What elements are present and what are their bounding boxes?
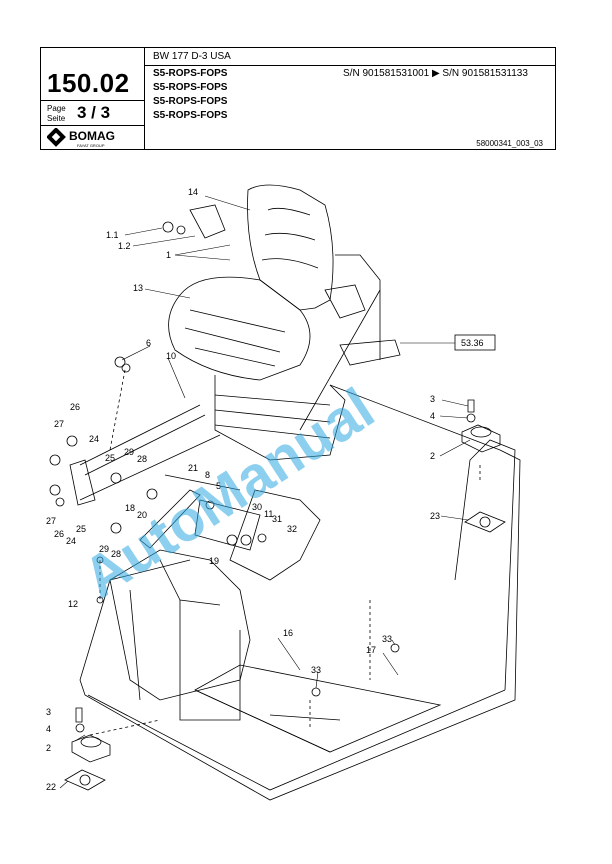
- bolts: [49, 221, 400, 697]
- section-title-1: S5-ROPS-FOPS: [153, 68, 228, 79]
- svg-text:16: 16: [283, 628, 293, 638]
- svg-text:28: 28: [137, 454, 147, 464]
- svg-text:4: 4: [430, 411, 435, 421]
- svg-text:27: 27: [46, 516, 56, 526]
- page-value: 3 / 3: [77, 103, 111, 122]
- svg-text:23: 23: [430, 511, 440, 521]
- svg-text:6: 6: [146, 338, 151, 348]
- section-title-3: S5-ROPS-FOPS: [153, 96, 228, 107]
- section-title-4: S5-ROPS-FOPS: [153, 110, 228, 121]
- svg-text:31: 31: [272, 514, 282, 524]
- bomag-logo: BOMAG FAYAT GROUP: [47, 128, 115, 148]
- svg-text:26: 26: [70, 402, 80, 412]
- svg-text:26: 26: [54, 529, 64, 539]
- seat: [168, 184, 401, 461]
- svg-text:5: 5: [216, 481, 221, 491]
- svg-text:10: 10: [166, 351, 176, 361]
- svg-text:2: 2: [430, 451, 435, 461]
- svg-text:11: 11: [264, 509, 273, 519]
- svg-text:25: 25: [105, 453, 115, 463]
- header-block: BW 177 D-3 USA S/N 901581531001 ▶ S/N 90…: [40, 47, 556, 150]
- leader-lines: [59, 195, 471, 789]
- page-number: 150.02: [47, 68, 130, 98]
- svg-text:18: 18: [125, 503, 135, 513]
- svg-text:27: 27: [54, 419, 64, 429]
- svg-text:8: 8: [205, 470, 210, 480]
- reference-box: [454, 334, 496, 351]
- serial-range: S/N 901581531001 ▶ S/N 901581531133: [343, 68, 528, 79]
- document-number: 58000341_003_03: [476, 139, 543, 148]
- svg-text:1.1: 1.1: [106, 230, 119, 240]
- svg-text:1.2: 1.2: [118, 241, 131, 251]
- svg-text:32: 32: [287, 524, 297, 534]
- reference-lines: [89, 369, 481, 736]
- svg-text:14: 14: [188, 187, 198, 197]
- svg-text:17: 17: [366, 645, 376, 655]
- svg-text:BOMAG: BOMAG: [69, 129, 115, 143]
- svg-text:1: 1: [166, 250, 171, 260]
- part-labels: 14 1.1 1.2 1 13 6 10 26 27 24 25 29 28 2…: [46, 187, 440, 792]
- svg-text:25: 25: [76, 524, 86, 534]
- svg-text:4: 4: [46, 724, 51, 734]
- mount-left: [64, 707, 111, 791]
- svg-text:24: 24: [89, 434, 99, 444]
- model-name: BW 177 D-3 USA: [153, 51, 231, 62]
- svg-text:20: 20: [137, 510, 147, 520]
- svg-text:29: 29: [124, 447, 134, 457]
- parts-diagram: 53.36 14 1.1 1.2 1 13 6 10 26 27 24 25 2…: [46, 184, 521, 801]
- svg-text:21: 21: [188, 463, 198, 473]
- svg-text:13: 13: [133, 283, 143, 293]
- svg-text:12: 12: [68, 599, 78, 609]
- svg-text:3: 3: [430, 394, 435, 404]
- svg-text:33: 33: [382, 634, 392, 644]
- svg-text:33: 33: [311, 665, 321, 675]
- floor-plates: [194, 664, 442, 753]
- reference-box-label: 53.36: [461, 338, 484, 348]
- svg-text:29: 29: [99, 544, 109, 554]
- seat-rails: [69, 404, 261, 551]
- svg-text:28: 28: [111, 549, 121, 559]
- console: [109, 489, 321, 721]
- svg-text:24: 24: [66, 536, 76, 546]
- svg-text:2: 2: [46, 743, 51, 753]
- svg-text:30: 30: [252, 502, 262, 512]
- watermark: AutoManual: [72, 376, 386, 611]
- svg-text:3: 3: [46, 707, 51, 717]
- section-title-2: S5-ROPS-FOPS: [153, 82, 228, 93]
- svg-text:19: 19: [209, 556, 219, 566]
- mount-right: [461, 399, 506, 533]
- svg-text:22: 22: [46, 782, 56, 792]
- svg-text:FAYAT GROUP: FAYAT GROUP: [77, 143, 105, 148]
